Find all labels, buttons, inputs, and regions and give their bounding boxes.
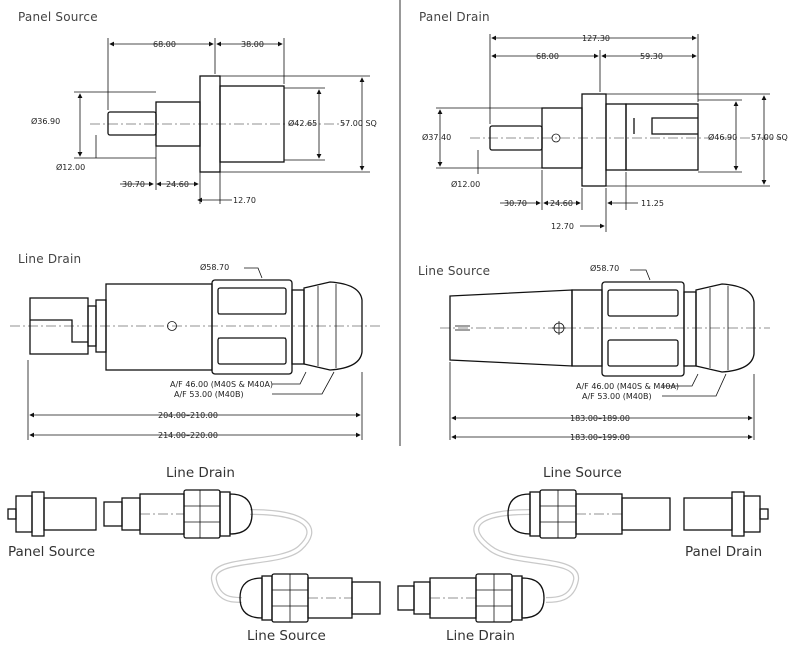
dim-12-70: 12.70 — [551, 222, 574, 231]
dim-24-60: 24.60 — [550, 199, 573, 208]
caption-panel-source: Panel Source — [8, 544, 96, 560]
line-drain-connector-bottom — [397, 573, 545, 623]
dim-dia-58-70: Ø58.70 — [590, 263, 619, 273]
dim-dia-58-70: Ø58.70 — [200, 262, 229, 272]
caption-line-drain-bottom: Line Drain — [446, 628, 515, 644]
caption-line-source-bottom: Line Source — [247, 628, 326, 644]
dim-dia-37-40: Ø37.40 — [422, 132, 451, 142]
dim-len-214: 214.00–220.00 — [158, 431, 218, 440]
dim-11-25: 11.25 — [641, 199, 664, 208]
line-drain-connector-top — [103, 489, 253, 539]
line-drain-title: Line Drain — [18, 252, 82, 266]
line-source-connector-top — [507, 489, 671, 539]
line-drain-drawing: Ø58.70 A/F 46.00 (M40S & M40A) A/F 53.00… — [10, 262, 380, 440]
dim-30-70: 30.70 — [122, 180, 145, 189]
assembly-illustration — [7, 489, 769, 623]
dim-12-70: 12.70 — [233, 196, 256, 205]
dim-len-204: 204.00–210.00 — [158, 411, 218, 420]
dim-af-46: A/F 46.00 (M40S & M40A) — [170, 380, 273, 389]
panel-source-drawing: 68.00 38.00 Ø36.90 Ø42.65 57.00 SQ Ø12.0… — [31, 38, 377, 205]
caption-line-drain-top: Line Drain — [166, 465, 235, 481]
dim-dia-42-65: Ø42.65 — [288, 118, 317, 128]
panel-source-connector — [7, 491, 97, 537]
dim-57-sq: 57.00 SQ — [751, 133, 788, 142]
panel-drain-connector — [683, 491, 769, 537]
dim-24-60: 24.60 — [166, 180, 189, 189]
dim-30-70: 30.70 — [504, 199, 527, 208]
dim-68: 68.00 — [536, 52, 559, 61]
dim-38: 38.00 — [241, 40, 264, 49]
dim-127-30: 127.30 — [582, 34, 610, 43]
panel-drain-drawing: 127.30 68.00 59.30 Ø37.40 Ø46.90 57.00 S… — [422, 34, 788, 232]
dim-59-30: 59.30 — [640, 52, 663, 61]
dim-dia-36-90: Ø36.90 — [31, 116, 60, 126]
dim-af-46: A/F 46.00 (M40S & M40A) — [576, 382, 679, 391]
dim-dia-12: Ø12.00 — [56, 162, 85, 172]
dim-len-183-189: 183.00–189.00 — [570, 414, 630, 423]
line-source-title: Line Source — [418, 264, 491, 278]
dim-68: 68.00 — [153, 40, 176, 49]
dim-dia-46-90: Ø46.90 — [708, 132, 737, 142]
dim-af-53: A/F 53.00 (M40B) — [582, 392, 652, 401]
dim-dia-12: Ø12.00 — [451, 179, 480, 189]
line-source-drawing: Ø58.70 A/F 46.00 (M40S & M40A) A/F 53.00… — [440, 263, 770, 442]
dim-af-53: A/F 53.00 (M40B) — [174, 390, 244, 399]
caption-panel-drain: Panel Drain — [685, 544, 763, 560]
dim-len-183-199: 183.00–199.00 — [570, 433, 630, 442]
dim-57-sq: 57.00 SQ — [340, 119, 377, 128]
line-source-connector-bottom — [239, 573, 381, 623]
panel-drain-title: Panel Drain — [419, 10, 490, 24]
panel-source-title: Panel Source — [18, 10, 98, 24]
caption-line-source-top: Line Source — [543, 465, 622, 481]
